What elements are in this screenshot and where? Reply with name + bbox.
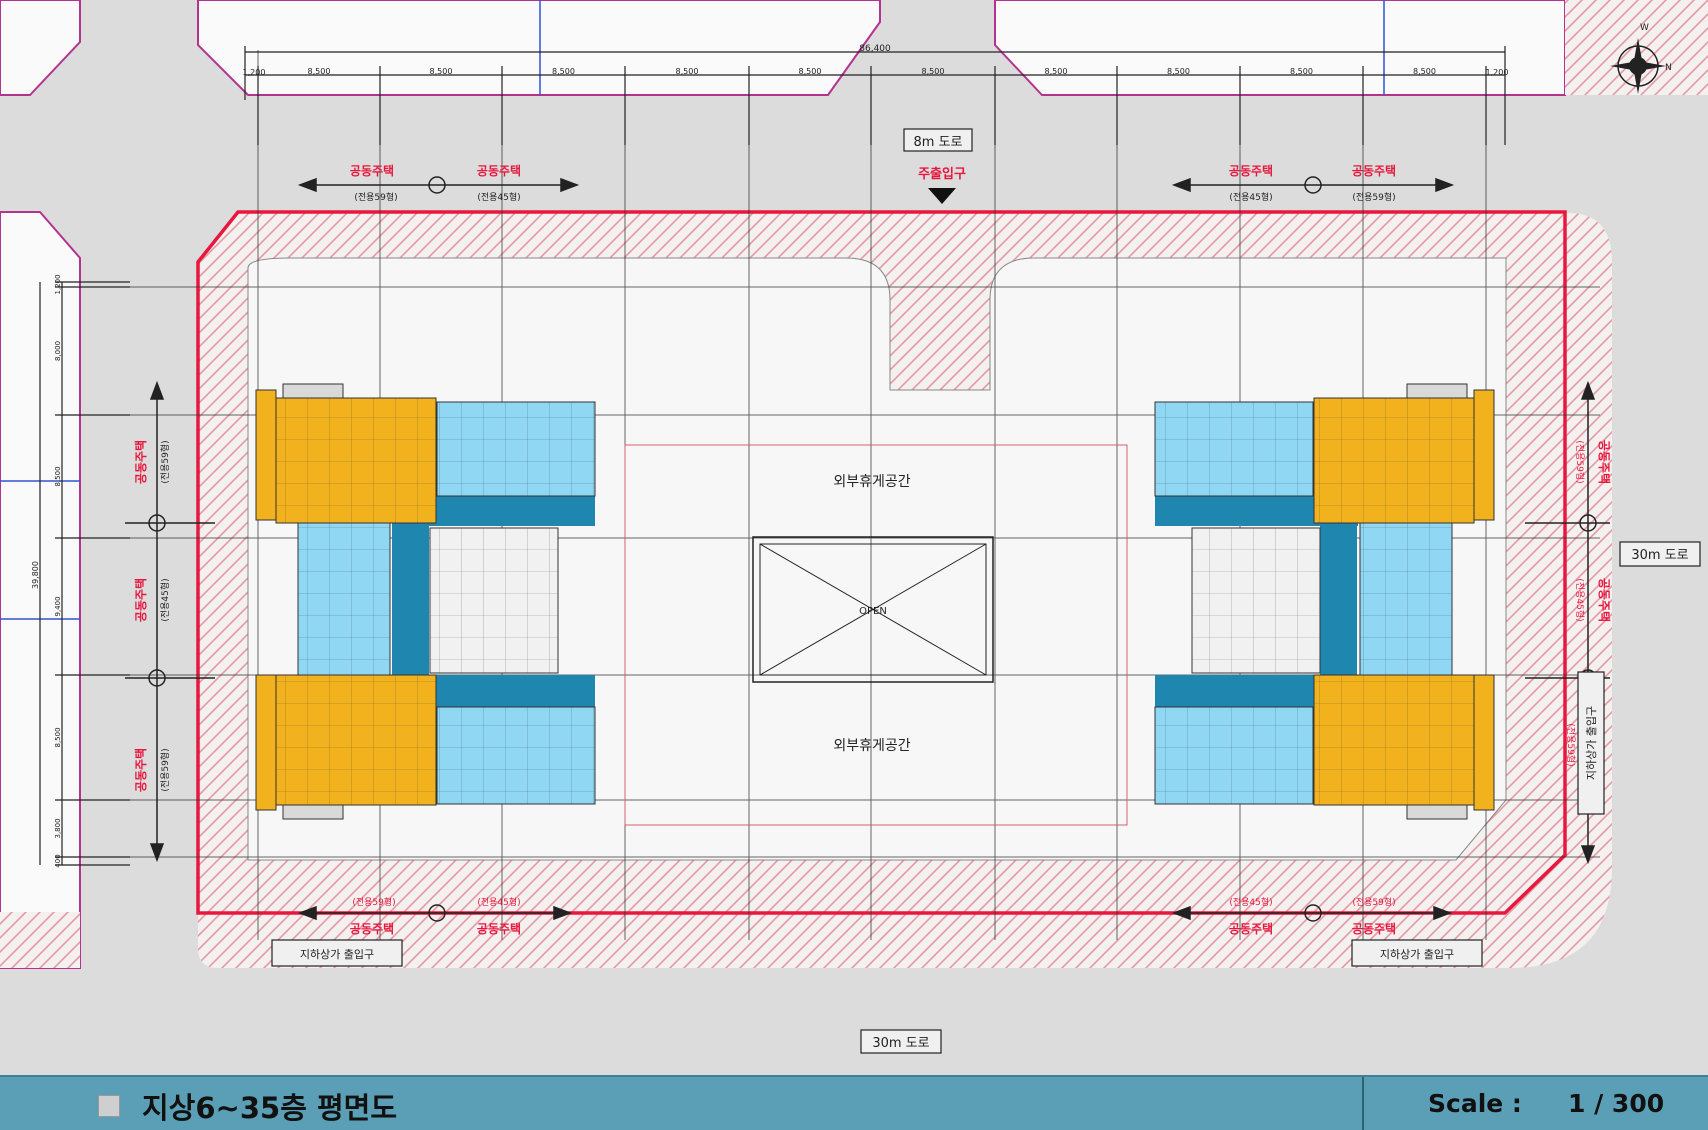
top-span-label: 8,500 [1045,67,1068,76]
dim-top-start: 1,200 [243,68,266,77]
footer-divider [1362,1077,1364,1130]
top-span-label: 8,500 [1167,67,1190,76]
open-void-label: OPEN [859,606,887,617]
label-housing-bl2: 공동주택 [477,921,521,936]
label-housing-r2: 공동주택 [1597,578,1612,622]
road-south-label: 30m 도로 [872,1036,929,1051]
north-arrow-icon: W N [1610,23,1672,94]
label-housing-br2: 공동주택 [1352,921,1396,936]
top-dimension-chain [244,46,1506,145]
neighbor-blocks [0,0,1708,969]
left-span-label: 8,500 [54,727,62,747]
left-span-label: 400 [54,854,62,867]
svg-text:W: W [1640,23,1649,33]
label-type-l2: (전용45형) [160,578,171,621]
basement-entrance-box-right [1351,939,1483,967]
label-housing-l3: 공동주택 [133,748,148,792]
drawing-title: 지상6~35층 평면도 [142,1091,398,1125]
left-span-label: 8,500 [54,466,62,486]
top-direction-arrows [297,176,1455,194]
top-span-label: 8,500 [552,67,575,76]
label-type-tr2: (전용59형) [1352,192,1395,203]
top-span-label: 8,500 [1290,67,1313,76]
label-housing-l2: 공동주택 [133,578,148,622]
basement-entrance-box-left [271,939,403,967]
road-north-label: 8m 도로 [914,135,963,150]
label-type-tl: (전용59형) [354,192,397,203]
label-type-bl2: (전용45형) [477,897,520,908]
top-span-label: 8,500 [430,67,453,76]
label-housing-tl: 공동주택 [350,163,394,178]
label-type-tr: (전용45형) [1229,192,1272,203]
basement-entrance-left: 지하상가 출입구 [300,947,374,961]
top-span-label: 8,500 [308,67,331,76]
label-type-bl: (전용59형) [352,897,395,908]
top-span-label: 8,500 [799,67,822,76]
top-span-label: 8,500 [676,67,699,76]
label-housing-r1: 공동주택 [1597,440,1612,484]
road-east-box [1619,541,1701,567]
label-housing-tr2: 공동주택 [1352,163,1396,178]
top-span-label: 8,500 [1413,67,1436,76]
label-housing-tl2: 공동주택 [477,163,521,178]
courtyard-zone [624,444,1128,826]
main-entrance-arrow-icon [928,188,956,204]
road-north-box [903,128,973,152]
east-building [1154,383,1495,820]
label-type-br: (전용45형) [1229,897,1272,908]
dim-left-total: 39,800 [31,561,40,589]
road-south-box [860,1029,942,1054]
road-east-label: 30m 도로 [1631,548,1688,563]
label-type-tl2: (전용45형) [477,192,520,203]
label-type-r2: (전용45형) [1574,578,1585,621]
dim-top-total: 86,400 [859,44,891,54]
top-span-labels: 8,500 8,500 8,500 8,500 8,500 8,500 8,500 8,500… [257,66,1487,145]
basement-entrance-box-east [1577,671,1605,815]
left-span-label: 3,800 [54,818,62,838]
left-span-label: 1,200 [54,274,62,294]
left-dimension-chain [39,282,63,865]
label-housing-l1: 공동주택 [133,440,148,484]
label-housing-bl: 공동주택 [350,921,394,936]
label-type-r3: (전용59형) [1565,723,1576,766]
left-direction-arrows [125,380,215,863]
footer-bar: 지상6~35층 평면도 Scale : 1 / 300 [0,1075,1708,1130]
left-span-labels: 1,200 8,000 8,500 9,400 8,500 3,800 400 [54,274,130,868]
basement-entrance-east: 지하상가 출입구 [1584,706,1598,780]
label-type-r1: (전용59형) [1574,440,1585,483]
label-type-l3: (전용59형) [160,748,171,791]
bottom-direction-arrows [297,904,1453,922]
top-span-label: 8,500 [922,67,945,76]
open-void [752,536,994,683]
left-span-label: 8,000 [54,341,62,361]
title-square-icon [98,1095,120,1117]
svg-text:N: N [1665,63,1672,73]
west-building [255,383,596,820]
label-type-l1: (전용59형) [160,440,171,483]
dim-top-end: 1,200 [1486,68,1509,77]
label-housing-br: 공동주택 [1229,921,1273,936]
main-entrance-label: 주출입구 [918,166,966,182]
basement-entrance-right: 지하상가 출입구 [1380,947,1454,961]
left-span-label: 9,400 [54,596,62,616]
courtyard-north-label: 외부휴게공간 [833,474,910,490]
label-type-br2: (전용59형) [1352,897,1395,908]
scale-value: 1 / 300 [1568,1089,1665,1118]
scale-label: Scale : [1428,1089,1522,1118]
label-housing-tr: 공동주택 [1229,163,1273,178]
site-boundary [196,210,1567,915]
courtyard-south-label: 외부휴게공간 [833,738,910,754]
